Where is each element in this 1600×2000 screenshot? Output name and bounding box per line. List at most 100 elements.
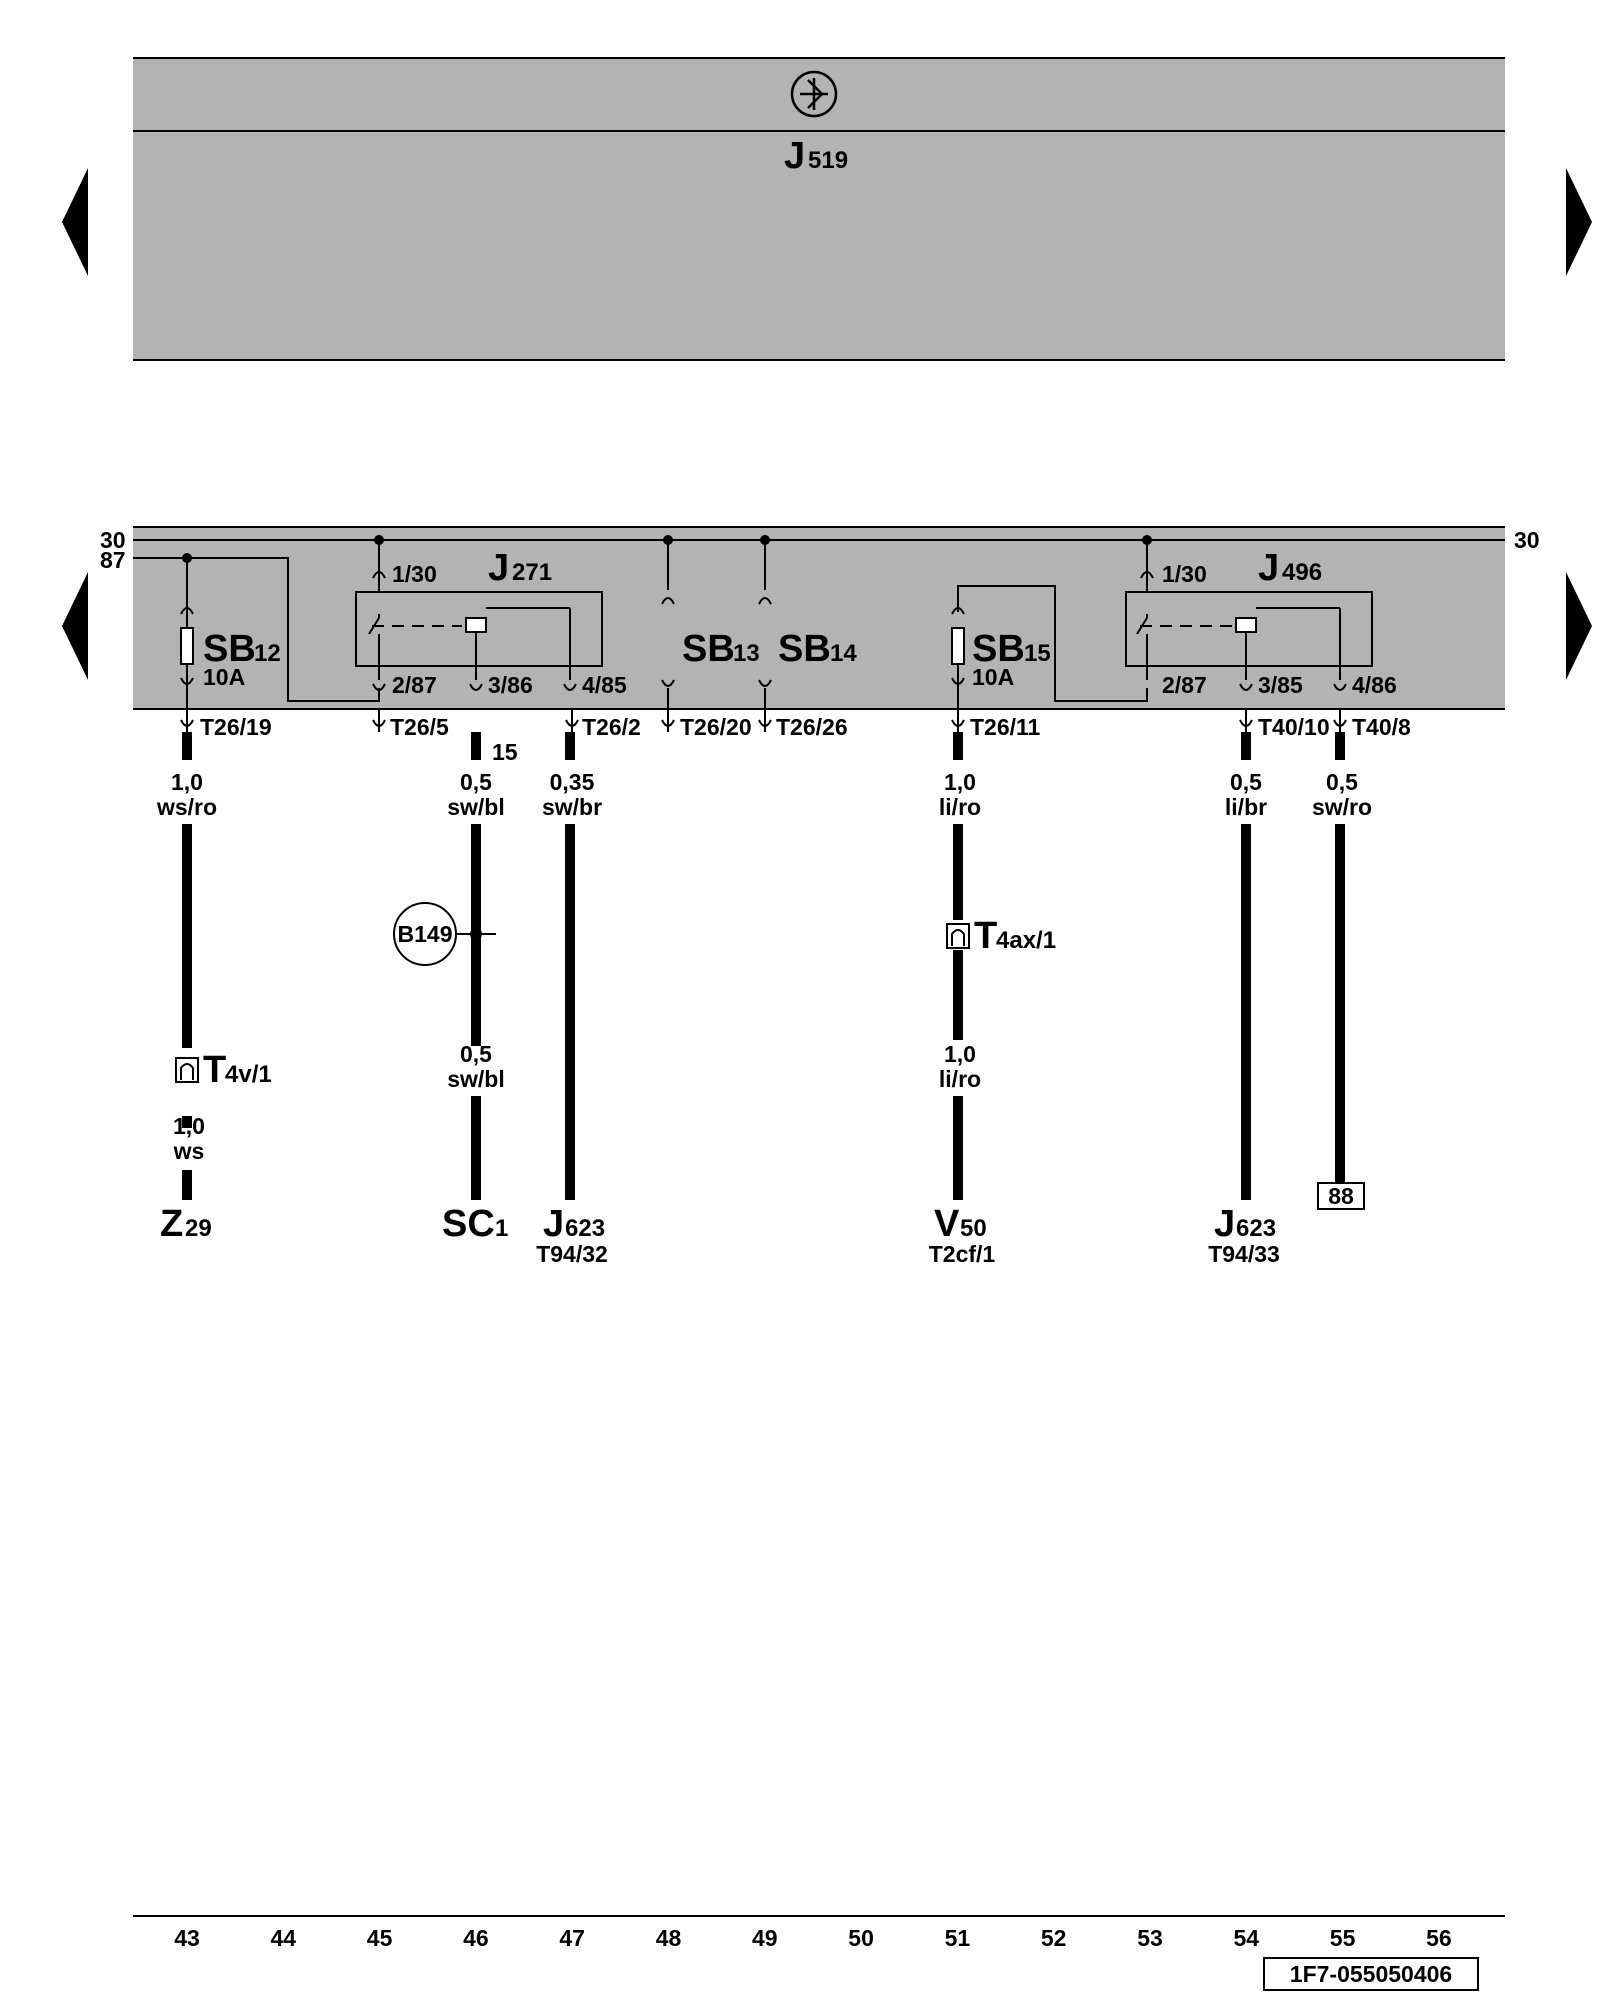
wire-8-size: 1,0 [944, 1041, 976, 1067]
wire-3-color: sw/br [542, 794, 602, 820]
connector-t40-8: T40/8 [1352, 714, 1411, 740]
reference-box-88[interactable] [1317, 1182, 1365, 1210]
prev-page-arrow-bottom[interactable] [62, 572, 88, 680]
splice-b149-label: B149 [398, 921, 453, 947]
relay-j496-pin-c: 4/86 [1352, 672, 1397, 698]
wires [182, 732, 1345, 1200]
rail-30-right-label: 30 [1514, 527, 1540, 553]
track-number-43: 43 [174, 1925, 200, 1951]
component-v50-sub: 50 [960, 1215, 987, 1242]
inline-connector-t4v-name: T [203, 1049, 226, 1091]
connector-t26-20: T26/20 [680, 714, 752, 740]
track-number-48: 48 [656, 1925, 682, 1951]
control-unit-label: J [784, 135, 805, 177]
relay-j496-pin-a: 2/87 [1162, 672, 1207, 698]
inline-connector-icon-1 [175, 1057, 199, 1083]
rail-30-left-label: 30 [100, 527, 126, 553]
wire-7-size: 0,5 [460, 1041, 492, 1067]
track-number-54: 54 [1234, 1925, 1260, 1951]
component-z29-sub: 29 [185, 1215, 212, 1242]
component-j623-a-sub: 623 [565, 1215, 605, 1242]
wire-6-color: sw/ro [1312, 794, 1372, 820]
track-number-49: 49 [752, 1925, 778, 1951]
fuse-sb15-sub: 15 [1024, 640, 1051, 667]
track-number-52: 52 [1041, 1925, 1067, 1951]
fuse-sb15 [951, 585, 1148, 709]
track-number-53: 53 [1137, 1925, 1163, 1951]
connector-t40-10: T40/10 [1258, 714, 1330, 740]
wire-4-color: li/ro [939, 794, 981, 820]
fuse-sb14-sub: 14 [830, 640, 857, 667]
wire-9-size: 1,0 [173, 1113, 205, 1139]
fuse-sb13-sub: 13 [733, 640, 760, 667]
reference-box-88-label: 88 [1328, 1183, 1354, 1209]
connector-t26-5: T26/5 [390, 714, 449, 740]
wire-4-size: 1,0 [944, 769, 976, 795]
wire-2-size: 0,5 [460, 769, 492, 795]
wire-5-size: 0,5 [1230, 769, 1262, 795]
relay-j496-sub: 496 [1282, 559, 1322, 586]
component-j623-a-pin: T94/32 [536, 1241, 608, 1267]
component-j623-b-sub: 623 [1236, 1215, 1276, 1242]
component-v50-name: V [934, 1203, 960, 1245]
wire-7-color: sw/bl [447, 1066, 505, 1092]
fuse-relay-box [133, 526, 1505, 710]
relay-j271-pin-top: 1/30 [392, 561, 437, 587]
track-number-56: 56 [1426, 1925, 1452, 1951]
track-number-47: 47 [559, 1925, 585, 1951]
track-number-44: 44 [271, 1925, 297, 1951]
fuse-sb12 [180, 558, 194, 709]
fuse-sb14-name: SB [778, 628, 831, 670]
track-number-55: 55 [1330, 1925, 1356, 1951]
relay-j271-pin-b: 3/86 [488, 672, 533, 698]
relay-j496-pin-b: 3/85 [1258, 672, 1303, 698]
wire-8-color: li/ro [939, 1066, 981, 1092]
prev-page-arrow-top[interactable] [62, 168, 88, 276]
next-page-arrow-bottom[interactable] [1566, 572, 1592, 680]
component-j623-a-name: J [543, 1203, 564, 1245]
relay-j496-name: J [1258, 547, 1279, 589]
wire-3-size: 0,35 [550, 769, 595, 795]
doc-id: 1F7-055050406 [1290, 1961, 1452, 1987]
next-page-arrow-top[interactable] [1566, 168, 1592, 276]
component-z29-name: Z [160, 1203, 183, 1245]
rail-87-left-label: 87 [100, 547, 126, 573]
relay-j271-name: J [488, 547, 509, 589]
relay-j271-pin-c: 4/85 [582, 672, 627, 698]
relay-j496-pin-top: 1/30 [1162, 561, 1207, 587]
connector-t26-19: T26/19 [200, 714, 272, 740]
relay-j271-pin-a: 2/87 [392, 672, 437, 698]
track-number-46: 46 [463, 1925, 489, 1951]
doc-id-box [1263, 1957, 1479, 1991]
relay-j496 [1125, 540, 1373, 691]
fuse-sb12-sub: 12 [254, 640, 281, 667]
fuse-sb13-name: SB [682, 628, 735, 670]
track-number-50: 50 [848, 1925, 874, 1951]
splice-b149 [393, 902, 496, 966]
wire-1-size: 1,0 [171, 769, 203, 795]
rail-87-route [187, 557, 380, 702]
component-j623-b-name: J [1214, 1203, 1235, 1245]
relay-j271-sub: 271 [512, 559, 552, 586]
control-unit-sub: 519 [808, 147, 848, 174]
fuse-sb12-name: SB [203, 628, 256, 670]
component-sc1-sub: 1 [495, 1215, 508, 1242]
pointer-star-icon [790, 70, 838, 118]
fuse-sb15-rating: 10A [972, 664, 1014, 690]
track-number-51: 51 [945, 1925, 971, 1951]
inline-connector-t4ax-sub: 4ax/1 [996, 927, 1056, 954]
component-sc1-name: SC [442, 1203, 495, 1245]
connector-t26-2: T26/2 [582, 714, 641, 740]
relay-j271 [355, 540, 603, 691]
fuse-sb15-name: SB [972, 628, 1025, 670]
inline-connector-icon-2 [946, 923, 970, 949]
connector-t26-26: T26/26 [776, 714, 848, 740]
component-j623-b-pin: T94/33 [1208, 1241, 1280, 1267]
connector-t26-5-pin: 15 [492, 739, 518, 765]
wire-5-color: li/br [1225, 794, 1267, 820]
connector-t26-11: T26/11 [970, 714, 1041, 740]
inline-connector-t4ax-name: T [974, 915, 997, 957]
control-unit-block: J 519 [133, 57, 1505, 361]
